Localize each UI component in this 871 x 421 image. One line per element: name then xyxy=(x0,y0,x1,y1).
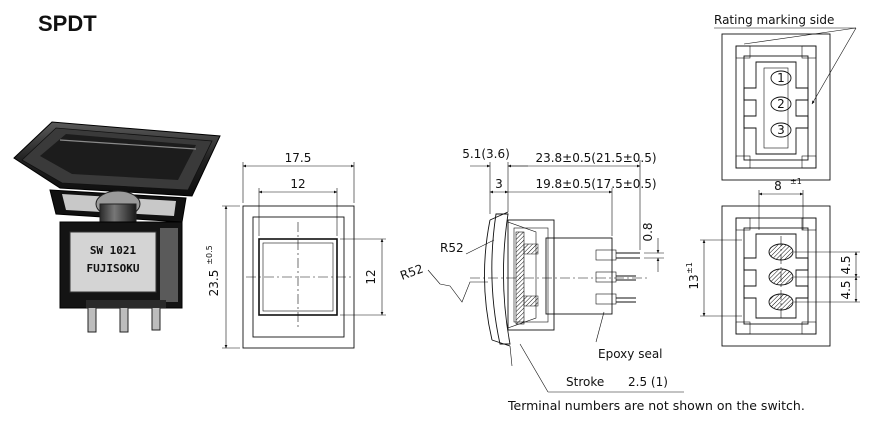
epoxy-label: Epoxy seal xyxy=(598,347,663,361)
side-housing xyxy=(545,237,613,315)
switch-photo: SW 1021 FUJISOKU xyxy=(13,121,221,333)
footnote: Terminal numbers are not shown on the sw… xyxy=(507,398,805,413)
dim-front-height: 23.5 xyxy=(207,270,221,297)
dim-bottom-width-tol: ±1 xyxy=(790,177,802,186)
terminal-marker-1 xyxy=(770,70,792,86)
side-view: 5.1(3.6) 23.8±0.5(21.5±0.5) 3 19.8±0.5(1… xyxy=(398,147,684,393)
terminal-marker-2 xyxy=(770,96,792,112)
stroke-label: Stroke xyxy=(566,375,604,389)
rating-label: Rating marking side xyxy=(714,13,834,27)
dim-front-inner-width: 12 xyxy=(290,177,305,191)
dim-front-height-tol: ±0.5 xyxy=(205,245,214,264)
bottom-view: 8 ±1 13 ±1 4.5 4.5 xyxy=(685,177,860,347)
photo-model-text: SW 1021 xyxy=(90,244,137,257)
terminal-marker-3 xyxy=(770,122,792,138)
photo-brand-text: FUJISOKU xyxy=(87,262,140,275)
dim-bottom-width: 8 xyxy=(774,179,782,193)
dim-side-d: 19.8±0.5(17.5±0.5) xyxy=(535,177,656,191)
stroke-value: 2.5 (1) xyxy=(628,375,668,389)
terminal-number-2: 2 xyxy=(777,97,785,111)
top-outer-frame xyxy=(721,33,831,181)
dim-pitch-2: 4.5 xyxy=(839,280,853,299)
terminal-number-1: 1 xyxy=(777,71,785,85)
dim-side-b: 23.8±0.5(21.5±0.5) xyxy=(535,151,656,165)
bottom-outer-frame xyxy=(721,205,831,347)
dim-bottom-height-tol: ±1 xyxy=(685,262,694,274)
front-outer-frame xyxy=(242,205,355,349)
title: SPDT xyxy=(38,11,97,36)
front-view: 17.5 12 23.5 ±0.5 12 xyxy=(205,151,386,349)
dim-side-c: 3 xyxy=(495,177,503,191)
dim-front-width: 17.5 xyxy=(285,151,312,165)
dim-side-a: 5.1(3.6) xyxy=(462,147,510,161)
top-view: Rating marking side 1 2 3 xyxy=(714,13,857,181)
radius-label-1: R52 xyxy=(440,241,464,255)
dim-side-e: 0.8 xyxy=(641,222,655,241)
terminal-number-3: 3 xyxy=(777,123,785,137)
radius-label-2: R52 xyxy=(398,262,425,283)
dim-front-inner-height: 12 xyxy=(364,269,378,284)
dim-pitch-1: 4.5 xyxy=(839,255,853,274)
dim-bottom-height: 13 xyxy=(687,274,701,289)
